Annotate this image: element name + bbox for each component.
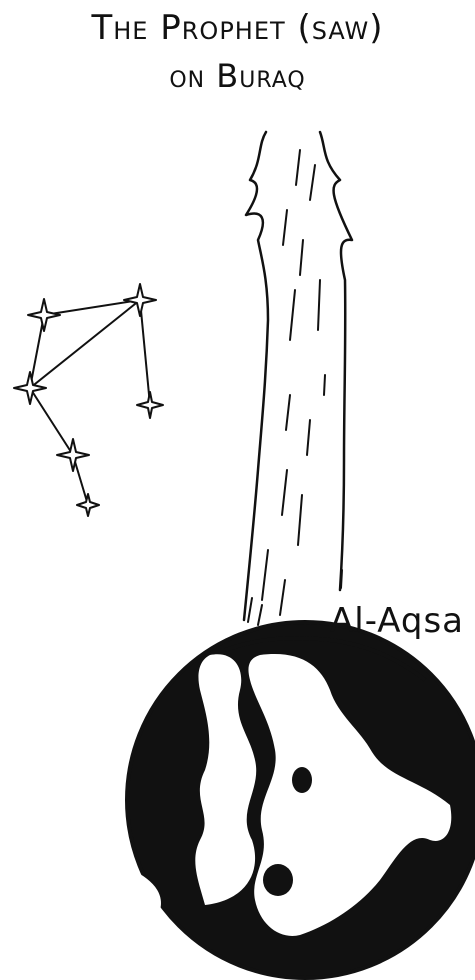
star-icon [124,284,156,316]
light-trail [244,132,352,625]
trail-streak [324,375,325,395]
trail-streak [341,570,342,588]
trail-streak [296,150,300,185]
trail-streak [258,605,262,625]
star-icon [137,392,163,418]
trail-streak [283,210,287,245]
trail-streak [286,395,290,430]
trail-streak [282,470,287,515]
constellation-line [30,388,73,455]
trail-streak [290,290,295,340]
crater-dot [263,864,293,896]
constellation-line [140,300,150,405]
constellation [30,300,150,505]
star-icon [14,372,46,404]
trail-streak [298,495,302,545]
trail-outline-left [244,132,268,620]
constellation-stars [14,284,163,516]
star-icon [77,494,99,516]
crater-dot [292,767,312,793]
trail-streak [318,280,320,330]
trail-streak [262,550,268,600]
trail-streak [280,580,285,615]
trail-streak [307,420,310,455]
al-aqsa-label: Al-Aqsa [330,601,464,641]
trail-outline-right [320,132,352,590]
star-icon [28,299,60,331]
earth-globe [127,622,475,978]
trail-streak [300,240,303,275]
trail-streak [248,598,252,622]
trail-streak [310,165,315,200]
star-icon [57,439,89,471]
